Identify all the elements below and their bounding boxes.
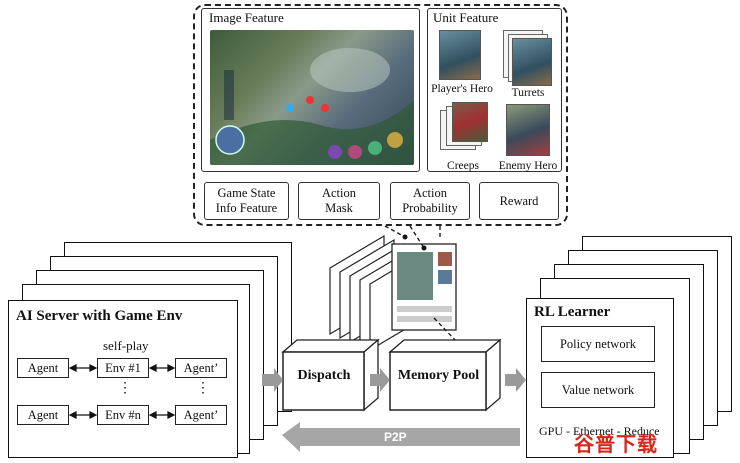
- memory-page-row-2: [397, 316, 452, 322]
- dispatch-label: Dispatch: [284, 368, 364, 384]
- memory-page-thumb-2: [438, 252, 452, 266]
- p2p-label: P2P: [384, 430, 407, 444]
- arrow-server-to-dispatch: [262, 368, 283, 392]
- memory-page-row-1: [397, 306, 452, 312]
- memory-page-thumbnail: [397, 252, 433, 300]
- watermark-logo: 谷普下载: [574, 428, 658, 457]
- data-fan-pages: [330, 236, 456, 350]
- arrow-memory-to-learner: [505, 368, 526, 392]
- agent-env-arrows: [70, 365, 174, 418]
- memory-page-thumb-3: [438, 270, 452, 284]
- link-action-mask: [385, 226, 405, 237]
- memory-pool-label: Memory Pool: [391, 368, 486, 384]
